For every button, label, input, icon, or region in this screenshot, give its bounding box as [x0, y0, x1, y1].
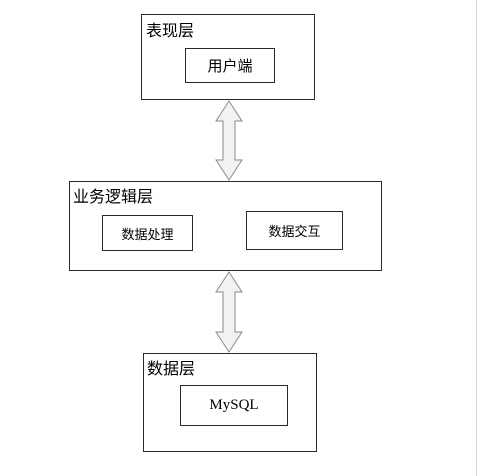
bidirectional-arrow-top [215, 100, 243, 181]
presentation-layer: 表现层 用户端 [141, 14, 315, 100]
mysql-node: MySQL [180, 385, 288, 426]
client-node: 用户端 [185, 48, 275, 83]
client-node-label: 用户端 [207, 57, 253, 75]
presentation-layer-title: 表现层 [146, 21, 195, 40]
data-interaction-node-label: 数据交互 [268, 225, 321, 240]
data-layer-title: 数据层 [147, 359, 196, 378]
mysql-node-label: MySQL [209, 397, 259, 413]
business-logic-layer: 业务逻辑层 数据处理 数据交互 [69, 181, 382, 271]
data-interaction-node: 数据交互 [246, 211, 343, 250]
business-logic-layer-title: 业务逻辑层 [73, 187, 154, 206]
bidirectional-arrow-bottom [215, 271, 243, 353]
page-edge-rule [476, 0, 477, 476]
data-processing-node-label: 数据处理 [121, 227, 174, 243]
data-processing-node: 数据处理 [102, 215, 193, 251]
data-layer: 数据层 MySQL [143, 353, 317, 452]
